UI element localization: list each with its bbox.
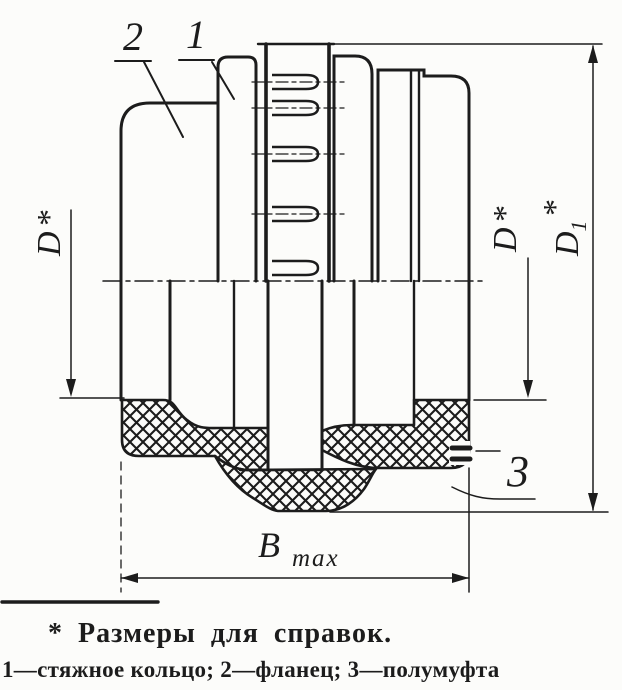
callout-number-3: 3 — [506, 447, 529, 496]
body-outlines-upper — [119, 42, 471, 283]
dim-label-d-left: D* — [31, 206, 68, 257]
elastic-element-left-hatch — [120, 398, 270, 472]
clamp-ring-outline — [216, 55, 258, 283]
cylinder-bc-outline — [376, 68, 471, 283]
dimension-d1: D1* — [329, 43, 609, 513]
callout-number-2: 2 — [123, 14, 143, 59]
legend-text: 1—стяжное кольцо; 2—фланец; 3—полумуфта — [2, 657, 500, 682]
reference-note-text: * Размеры для справок. — [48, 618, 392, 649]
dim-label-b: B — [258, 525, 280, 565]
callout-half-coupling: 3 — [451, 447, 536, 500]
callout-flange: 2 — [114, 14, 184, 138]
cylinder-a-outline — [332, 54, 374, 283]
spline-teeth — [251, 73, 346, 277]
body-outlines-lower — [119, 279, 471, 472]
hatched-sections — [120, 398, 473, 513]
flange-outline — [119, 101, 220, 283]
callout-number-1: 1 — [186, 12, 206, 57]
dimension-d-left: D* — [31, 206, 125, 399]
dim-label-d-right: D* — [487, 202, 524, 253]
caption-block: * Размеры для справок. 1—стяжное кольцо;… — [0, 600, 500, 682]
dim-label-d1: D1* — [537, 200, 591, 257]
dimension-b-max: B max — [120, 461, 470, 593]
callout-ring: 1 — [178, 12, 235, 100]
dimension-d-right: D* — [473, 202, 547, 401]
elastic-element-right-hatch — [320, 398, 471, 470]
dim-label-b-sub: max — [292, 545, 340, 572]
